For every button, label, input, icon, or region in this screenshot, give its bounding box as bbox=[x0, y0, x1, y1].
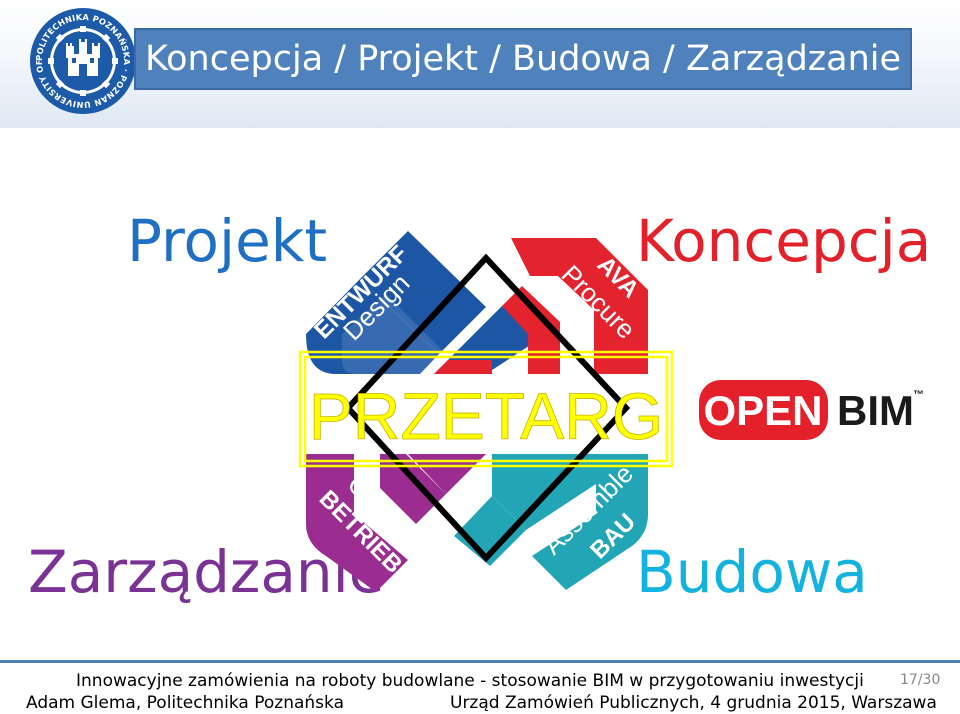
slide-title: Koncepcja / Projekt / Budowa / Zarządzan… bbox=[144, 39, 902, 79]
assemble-segment bbox=[454, 454, 648, 590]
openbim-tm-text: ™ bbox=[913, 389, 924, 401]
openbim-red-badge bbox=[699, 380, 828, 440]
label-budowa: Budowa bbox=[636, 538, 868, 606]
title-box: Koncepcja / Projekt / Budowa / Zarządzan… bbox=[134, 28, 912, 90]
bim-lifecycle-diagram: ENTWURF Design AVA Procure Operate BETRI… bbox=[298, 231, 674, 592]
openbim-open-text: OPEN bbox=[703, 387, 822, 434]
footer-venue-date: Urząd Zamówień Publicznych, 4 grudnia 20… bbox=[450, 693, 937, 713]
footer-event-title: Innowacyjne zamówienia na roboty budowla… bbox=[76, 671, 864, 691]
openbim-logo: OPEN BIM ™ bbox=[699, 380, 924, 440]
university-logo: POLITECHNIKA POZNAŃSKA · POZNAN UNIVERSI… bbox=[28, 6, 136, 114]
label-projekt: Projekt bbox=[127, 207, 328, 275]
overlay-frame-outer bbox=[298, 350, 674, 468]
przetarg-label: PRZETARG bbox=[309, 379, 663, 453]
footer-author: Adam Glema, Politechnika Poznańska bbox=[26, 693, 345, 713]
page-number: 17/30 bbox=[900, 672, 941, 688]
label-koncepcja: Koncepcja bbox=[636, 207, 932, 275]
overlay-frame-inner bbox=[303, 355, 669, 463]
operate-segment bbox=[306, 454, 486, 592]
openbim-bim-text: BIM bbox=[837, 387, 914, 434]
footer-divider bbox=[0, 660, 960, 663]
design-segment bbox=[306, 231, 538, 374]
